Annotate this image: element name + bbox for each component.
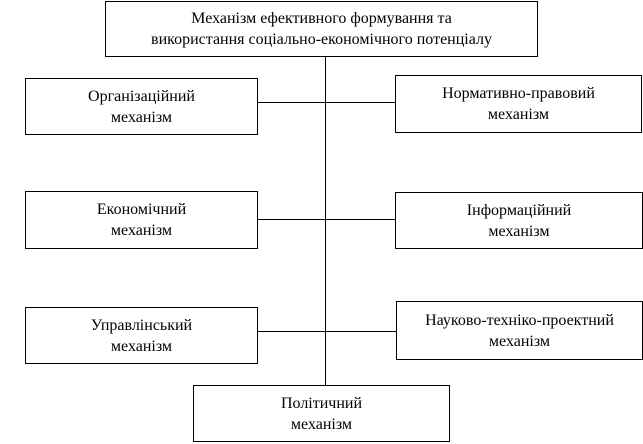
node-label: механізм — [488, 332, 551, 350]
node-label: Інформаційний — [466, 201, 572, 219]
connector-row-1 — [258, 102, 396, 103]
node-informational: Інформаційний механізм — [395, 192, 643, 249]
node-label: механізм — [110, 337, 173, 355]
node-label: механізм — [110, 108, 173, 126]
node-label: Організаційний — [88, 87, 195, 105]
node-label: Економічний — [96, 201, 187, 218]
node-economic: Економічний механізм — [25, 191, 258, 249]
node-label: механізм — [487, 106, 550, 123]
connector-row-3 — [258, 331, 396, 332]
trunk-connector — [325, 57, 326, 385]
node-scientific-technical: Науково-техніко-проектний механізм — [396, 301, 643, 360]
node-label: механізм — [488, 222, 550, 240]
node-managerial: Управлінський механізм — [25, 307, 258, 364]
node-normative-legal: Нормативно-правовий механізм — [395, 75, 642, 133]
root-node-line2: використання соціально-економічного поте… — [151, 31, 492, 48]
node-organizational: Організаційний механізм — [25, 78, 258, 135]
node-label: механізм — [290, 415, 353, 433]
node-label: Науково-техніко-проектний — [425, 311, 614, 329]
node-label: Політичний — [280, 394, 363, 412]
connector-row-2 — [258, 219, 396, 220]
root-node: Механізм ефективного формування та викор… — [105, 1, 538, 57]
node-label: Нормативно-правовий — [442, 85, 595, 102]
node-label: Управлінський — [90, 316, 193, 334]
root-node-line1: Механізм ефективного формування та — [191, 10, 452, 27]
node-label: механізм — [110, 222, 173, 239]
node-political: Політичний механізм — [193, 385, 450, 442]
